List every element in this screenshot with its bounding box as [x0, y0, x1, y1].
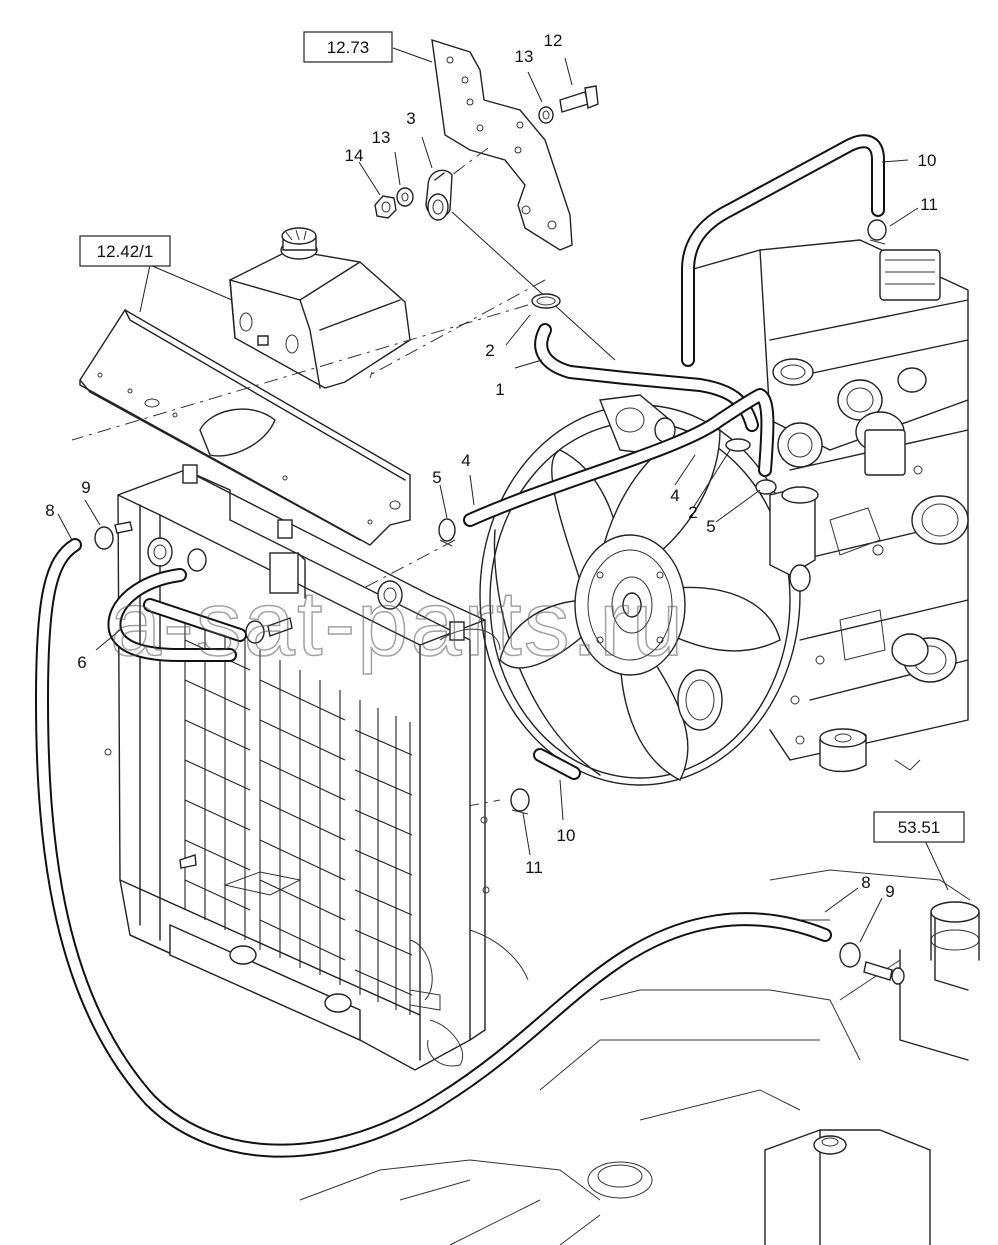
hose-clamps: [94, 219, 905, 985]
callout-5: 5: [706, 517, 715, 536]
reference-label: 12.73: [327, 38, 370, 57]
callout-2: 2: [688, 503, 697, 522]
reference-label: 12.42/1: [97, 242, 154, 261]
callout-1: 1: [495, 380, 504, 399]
reference-label: 53.51: [898, 818, 941, 837]
callout-13: 13: [372, 128, 391, 147]
callout-5: 5: [432, 468, 441, 487]
callout-14: 14: [345, 146, 364, 165]
radiator: [104, 464, 529, 1071]
reference-boxes: 12.73 12.42/1 53.51: [79, 31, 965, 843]
callout-2: 2: [485, 341, 494, 360]
callout-10: 10: [557, 826, 576, 845]
tank-support-bracket: [79, 309, 411, 546]
callout-11: 11: [525, 858, 543, 877]
callout-8: 8: [861, 873, 870, 892]
callout-10: 10: [918, 151, 937, 170]
callout-12: 12: [544, 31, 563, 50]
cooling-fan: [479, 404, 801, 786]
expansion-tank: [229, 227, 411, 389]
leader-lines: [57, 47, 949, 943]
callout-9: 9: [81, 478, 90, 497]
clamp-3-assembly: [374, 169, 616, 361]
callouts: 1 2 2 3 4 4 5 5 6 8 8 9 9 10 10 11 11 12…: [45, 31, 938, 901]
callout-6: 6: [77, 653, 86, 672]
callout-4: 4: [461, 451, 470, 470]
callout-9: 9: [885, 882, 894, 901]
callout-4: 4: [670, 486, 679, 505]
callout-11: 11: [920, 195, 938, 214]
hoses: [35, 134, 885, 1158]
callout-3: 3: [406, 109, 415, 128]
chassis-outline: [299, 869, 980, 1245]
callout-13: 13: [515, 47, 534, 66]
engine-block: [599, 239, 969, 773]
callout-8: 8: [45, 501, 54, 520]
engine-mounting-plate: [431, 38, 573, 251]
watermark-text: a-sat-parts.ru: [110, 573, 685, 675]
bolt-12: [538, 85, 599, 124]
radiator-grille: [184, 610, 413, 1015]
